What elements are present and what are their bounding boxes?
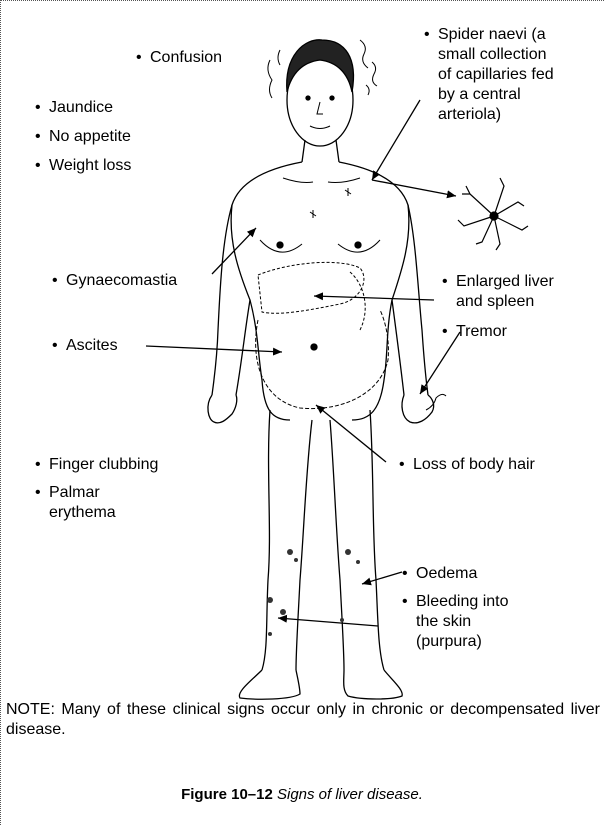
left-foot [239, 670, 300, 699]
label-tremor: Tremor [456, 322, 507, 342]
arrow-spider-naevi [372, 100, 420, 180]
label-ascites: Ascites [66, 336, 118, 356]
label-finger-clubbing: Finger clubbing [49, 455, 158, 475]
label-jaundice: Jaundice [49, 98, 113, 118]
note-text: NOTE: Many of these clinical signs occur… [6, 700, 600, 740]
figure-caption: Figure 10–12 Signs of liver disease. [0, 786, 604, 803]
label-hair-loss: Loss of body hair [413, 455, 535, 475]
left-leg [262, 410, 312, 670]
label-oedema: Oedema [416, 564, 477, 584]
label-gynaecomastia: Gynaecomastia [66, 271, 177, 291]
label-palmar-erythema: Palmar erythema [49, 483, 116, 523]
figure-number: Figure 10–12 [181, 786, 273, 803]
label-bleeding: Bleeding into the skin (purpura) [416, 592, 509, 652]
label-confusion: Confusion [150, 48, 222, 68]
arrow-liver-spleen [314, 296, 434, 300]
label-liver-spleen: Enlarged liver and spleen [456, 272, 554, 312]
arrow-spider-naevus-icon [372, 180, 456, 196]
label-weight-loss: Weight loss [49, 156, 131, 176]
hair [287, 40, 354, 92]
figure-title: Signs of liver disease. [277, 786, 423, 803]
left-hand [208, 395, 237, 423]
arrow-bleeding [278, 618, 378, 626]
human-figure [208, 40, 446, 699]
ascites-belly [256, 310, 389, 409]
arrow-hair-loss [316, 405, 386, 462]
label-no-appetite: No appetite [49, 127, 131, 147]
liver-outline [258, 262, 364, 313]
left-arm [212, 205, 250, 395]
arrow-oedema [362, 572, 402, 584]
torso [231, 162, 409, 420]
right-leg [330, 410, 384, 670]
chest-naevi [310, 188, 351, 218]
right-foot [344, 670, 403, 699]
label-spider-naevi: Spider naevi (a small collection of capi… [438, 25, 554, 125]
arrow-tremor [420, 332, 460, 394]
spider-naevus-icon [458, 178, 528, 250]
right-hand [402, 395, 434, 423]
arrow-gynaecomastia [212, 228, 256, 274]
arrow-ascites [146, 346, 282, 352]
